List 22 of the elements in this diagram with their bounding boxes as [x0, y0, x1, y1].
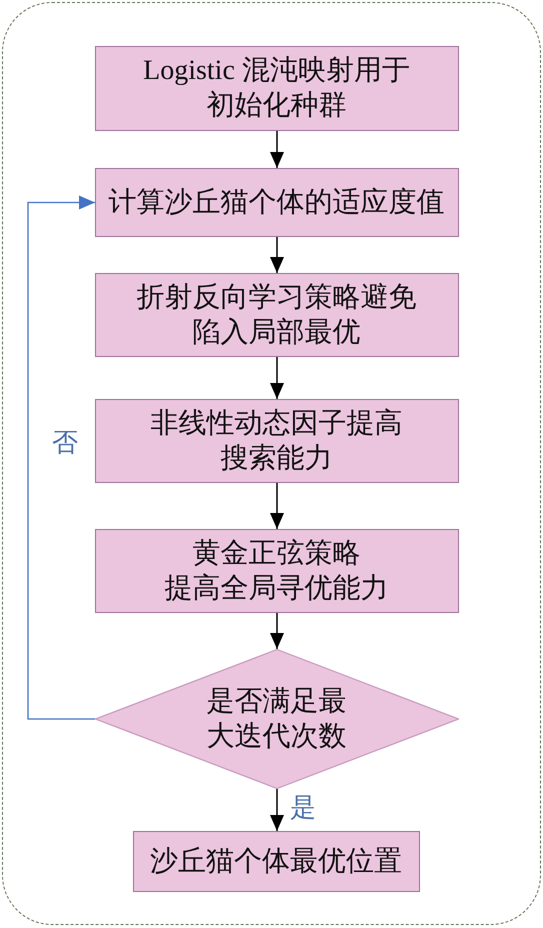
step-label: Logistic 混沌映射用于初始化种群 [142, 54, 411, 123]
loop-arrow [27, 196, 95, 720]
step-label: 折射反向学习策略避免陷入局部最优 [136, 280, 418, 350]
process-box [94, 398, 458, 482]
step-label: 黄金正弦策略提高全局寻优能力 [164, 536, 388, 606]
flow-arrow [270, 789, 284, 831]
edge-label: 是 [290, 793, 316, 823]
flow-arrow [270, 613, 284, 649]
flow-arrow [270, 237, 284, 273]
process-box [132, 830, 420, 892]
step-label: 沙丘猫个体最优位置 [150, 844, 402, 878]
step-label: 非线性动态因子提高搜索能力 [150, 406, 404, 476]
decision-diamond [94, 648, 458, 788]
process-box [94, 272, 458, 356]
flow-arrow [270, 357, 284, 399]
flow-arrow [270, 131, 284, 168]
process-box [94, 528, 458, 612]
step-label: 计算沙丘猫个体的适应度值 [108, 186, 444, 220]
step-label: 是否满足最大迭代次数 [206, 684, 348, 754]
flow-arrow [270, 483, 284, 529]
process-box [94, 46, 458, 130]
process-box [94, 168, 458, 236]
